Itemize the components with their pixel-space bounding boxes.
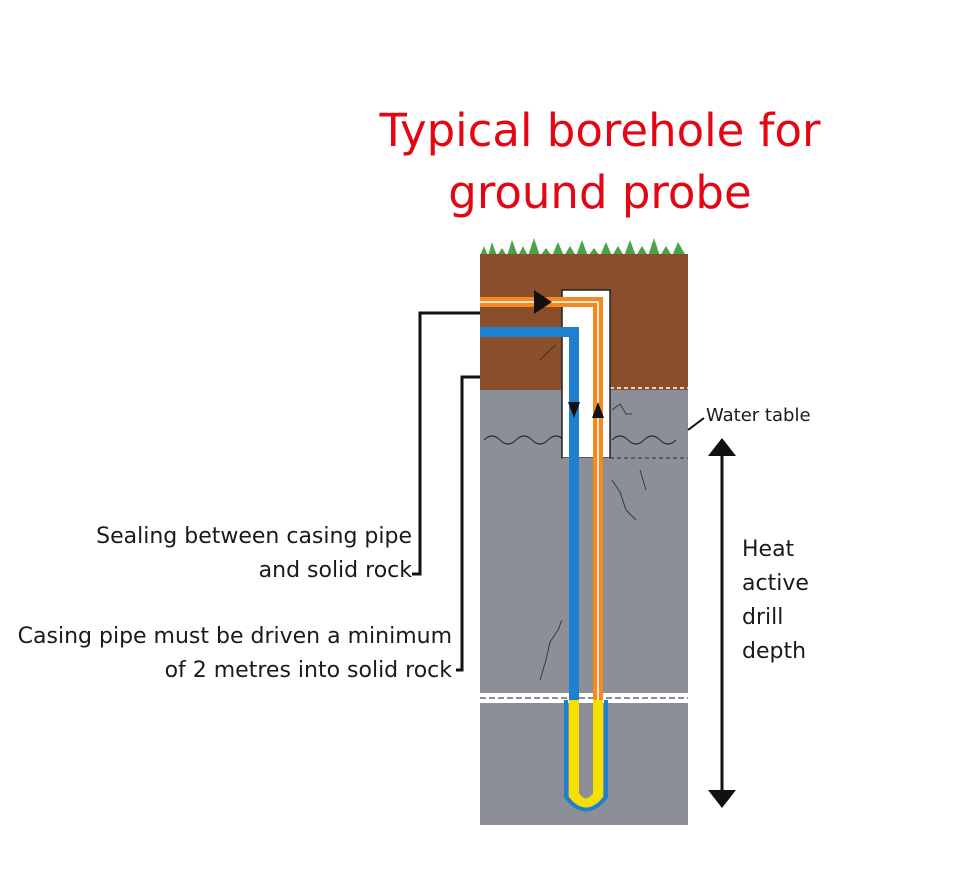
down-arrow	[568, 402, 580, 418]
sealing-label-line-1: Sealing between casing pipe	[96, 524, 412, 549]
diagram-title: Typical borehole for ground probe	[330, 100, 870, 224]
depth-arrow-top	[708, 438, 736, 456]
grass	[480, 238, 686, 256]
heat-active-depth-label: Heat active drill depth	[742, 533, 862, 669]
inflow-arrow	[534, 290, 552, 314]
heat-depth-line-1: Heat	[742, 537, 795, 562]
title-line-1: Typical borehole for	[379, 104, 821, 157]
heat-depth-line-2: active	[742, 571, 809, 596]
sealing-leader-line	[412, 311, 480, 576]
casing-label-line-2: of 2 metres into solid rock	[164, 658, 452, 683]
water-table-waves	[483, 435, 677, 445]
sealing-label: Sealing between casing pipe and solid ro…	[40, 520, 412, 588]
casing-label: Casing pipe must be driven a minimum of …	[6, 620, 452, 688]
title-line-2: ground probe	[448, 166, 752, 219]
depth-arrow-bottom	[708, 790, 736, 808]
heat-depth-line-4: depth	[742, 639, 807, 664]
heat-depth-line-3: drill	[742, 605, 784, 630]
rock-crack	[539, 344, 647, 681]
pipe-u-bend	[569, 700, 603, 809]
water-table-pointer	[687, 417, 705, 431]
casing-label-line-1: Casing pipe must be driven a minimum	[17, 624, 452, 649]
up-arrow	[592, 402, 604, 418]
sealing-label-line-2: and solid rock	[258, 558, 412, 583]
water-table-label: Water table	[706, 405, 811, 426]
casing-leader-line	[456, 375, 480, 672]
